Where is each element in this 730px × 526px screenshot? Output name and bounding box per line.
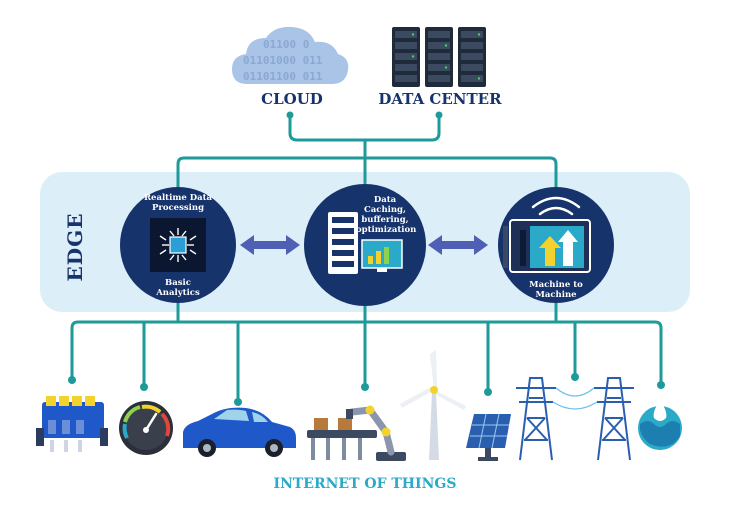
binary-line-3: 01101100 011 xyxy=(243,70,323,83)
cloud-icon: 01100 0 01101000 011 01101100 011 xyxy=(232,26,349,84)
binary-line-1: 01100 0 xyxy=(263,38,309,51)
engine-icon xyxy=(36,396,108,452)
wind-turbine-icon xyxy=(400,350,466,460)
double-arrow-icon-right xyxy=(428,235,488,255)
binary-line-2: 01101000 011 xyxy=(243,54,323,67)
iot-label: INTERNET OF THINGS xyxy=(273,476,457,492)
water-drop-icon xyxy=(638,400,682,450)
speedometer-icon xyxy=(119,401,173,455)
node-m2m-title: Machine to Machine xyxy=(529,280,583,300)
iot-connectors xyxy=(70,298,663,402)
power-pylons-icon xyxy=(516,377,634,461)
server-racks-icon xyxy=(392,27,486,87)
solar-panel-icon xyxy=(466,413,511,461)
top-connectors xyxy=(176,111,558,190)
edge-label: EDGE xyxy=(40,212,110,282)
cache-server-icon xyxy=(328,212,358,274)
edge-label-text: EDGE xyxy=(63,212,87,282)
double-arrow-icon-left xyxy=(240,235,300,255)
factory-robot-icon xyxy=(307,405,406,461)
node-processing-title: Realtime Data Processing xyxy=(143,193,213,213)
cloud-label: CLOUD xyxy=(261,90,323,108)
connector-dots xyxy=(68,373,665,406)
car-icon xyxy=(183,407,296,457)
cpu-chip-icon xyxy=(150,218,206,272)
node-caching-title: Data Caching, buffering, optimization xyxy=(356,195,417,235)
data-center-label: DATA CENTER xyxy=(378,90,502,108)
node-processing-subtitle: Basic Analytics xyxy=(156,278,200,298)
monitor-chart-icon xyxy=(361,239,403,272)
m2m-tablet-icon xyxy=(503,196,591,273)
